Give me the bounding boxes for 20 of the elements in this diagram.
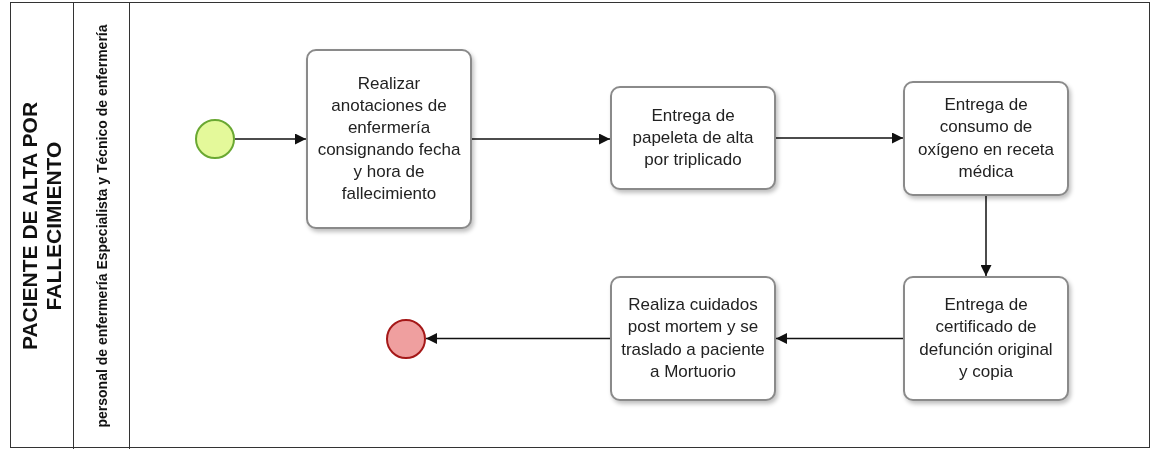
task-box [610, 276, 776, 401]
task-label: Entrega de certificado de defunción original y copia [918, 294, 1054, 383]
arrow [425, 333, 611, 344]
end-event-circle [386, 319, 426, 359]
start-event-circle [195, 119, 235, 159]
arrow [234, 133, 307, 145]
task-box [610, 86, 776, 190]
arrow [775, 132, 904, 144]
pool-title: PACIENTE DE ALTA POR FALLECIMIENTO [17, 100, 66, 353]
task-box [306, 49, 472, 229]
lane-title: personal de enfermería Especialista y Técnico de enfermería [93, 24, 111, 428]
task-box [903, 81, 1069, 196]
task-label: Realiza cuidados post mortem y se traslado a paciente a Mortuorio [620, 294, 766, 383]
task-label: Entrega de papeleta de alta por triplicado [631, 104, 755, 172]
task-box [903, 276, 1069, 401]
arrow [980, 195, 992, 277]
arrow [775, 333, 904, 344]
task-label: Realizar anotaciones de enfermería consignando fecha y hora de fallecimiento [316, 72, 462, 206]
task-label: Entrega de consumo de oxígeno en receta médica [916, 94, 1056, 183]
arrow [471, 133, 611, 145]
